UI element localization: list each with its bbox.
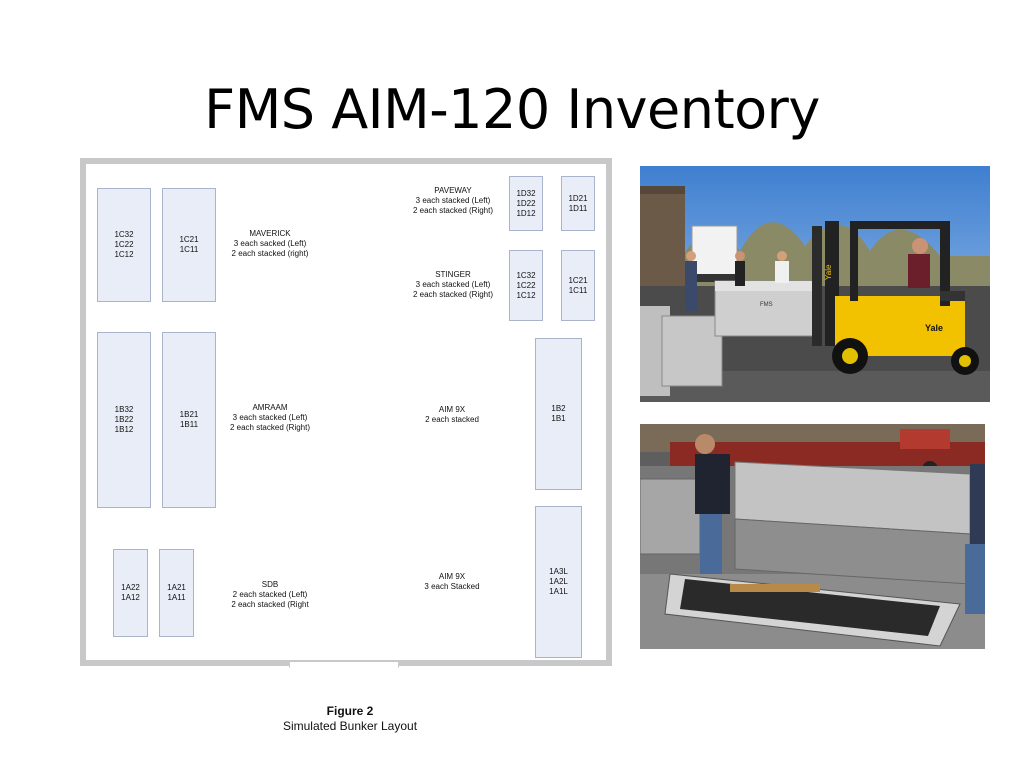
label-sdb: SDB 2 each stacked (Left) 2 each stacked… — [210, 580, 330, 610]
bay-label: 1B32 — [114, 405, 134, 414]
bay-label: 1C12 — [114, 250, 134, 259]
bay-label: 1C11 — [568, 285, 588, 295]
bay-label: 1D12 — [516, 208, 536, 218]
bay-1c-right-outer: 1C21 1C11 — [561, 250, 595, 321]
label-title: AIM 9X — [438, 405, 466, 414]
bay-label: 1C32 — [516, 270, 536, 280]
page-title: FMS AIM-120 Inventory — [204, 78, 820, 141]
label-title: AMRAAM — [252, 403, 288, 412]
bay-1c-right-inner: 1C32 1C22 1C12 — [509, 250, 543, 321]
label-line: 3 each stacked (Left) — [415, 280, 491, 289]
label-line: 2 each stacked — [425, 415, 479, 424]
bay-1b-left-outer: 1B32 1B22 1B12 — [97, 332, 151, 508]
bay-label: 1A21 — [167, 583, 186, 592]
label-line: 2 each stacked (Right) — [229, 423, 311, 432]
bay-label: 1A11 — [167, 593, 186, 602]
bay-label: 1A2L — [549, 577, 568, 586]
figure-number: Figure 2 — [326, 704, 374, 718]
bay-label: 1A3L — [549, 567, 568, 576]
bay-label: 1C22 — [516, 280, 536, 290]
bay-label: 1A12 — [121, 593, 140, 602]
bay-label: 1B1 — [551, 414, 566, 423]
photo-forklift: FMS Yale Yale — [640, 166, 990, 402]
photo-container — [640, 424, 985, 649]
bay-label: 1D32 — [516, 188, 536, 198]
bay-1c-left-outer: 1C32 1C22 1C12 — [97, 188, 151, 302]
label-line: 3 each Stacked — [424, 582, 480, 591]
bay-label: 1C21 — [568, 275, 588, 285]
bay-label: 1C12 — [516, 290, 536, 300]
bay-label: 1A1L — [549, 587, 568, 596]
label-aim9x-lower: AIM 9X 3 each Stacked — [402, 572, 502, 592]
label-stinger: STINGER 3 each stacked (Left) 2 each sta… — [393, 270, 513, 300]
label-title: SDB — [261, 580, 279, 589]
label-maverick: MAVERICK 3 each sacked (Left) 2 each sta… — [210, 229, 330, 259]
label-line: 2 each stacked (Right — [231, 600, 309, 609]
bay-1d-right-inner: 1D32 1D22 1D12 — [509, 176, 543, 231]
forklift-scene-graphic: FMS Yale Yale — [640, 166, 990, 402]
bay-label: 1C22 — [114, 240, 134, 249]
bay-label: 1A22 — [121, 583, 140, 592]
bay-label: 1D21 — [568, 193, 588, 203]
bay-label: 1B22 — [114, 415, 134, 424]
label-amraam: AMRAAM 3 each stacked (Left) 2 each stac… — [210, 403, 330, 433]
label-line: 2 each stacked (Right) — [412, 290, 494, 299]
bay-1c-left-inner: 1C21 1C11 — [162, 188, 216, 302]
bay-label: 1D11 — [568, 203, 588, 213]
bay-label: 1C21 — [179, 235, 199, 244]
label-title: MAVERICK — [249, 229, 291, 238]
bay-label: 1B2 — [551, 404, 566, 413]
crate-label: FMS — [760, 302, 773, 308]
figure-caption: Figure 2 Simulated Bunker Layout — [200, 704, 500, 734]
label-paveway: PAVEWAY 3 each stacked (Left) 2 each sta… — [393, 186, 513, 216]
label-aim9x-upper: AIM 9X 2 each stacked — [402, 405, 502, 425]
bay-label: 1B11 — [179, 420, 199, 429]
mast-sign: Yale — [824, 264, 833, 280]
bay-label: 1B12 — [114, 425, 134, 434]
bay-label: 1C32 — [114, 230, 134, 239]
label-title: AIM 9X — [438, 572, 466, 581]
bay-label: 1D22 — [516, 198, 536, 208]
label-line: 3 each stacked (Left) — [232, 413, 308, 422]
bay-1a-left-inner: 1A21 1A11 — [159, 549, 194, 637]
label-line: 2 each stacked (Left) — [232, 590, 308, 599]
bunker-door — [289, 662, 399, 668]
label-title: STINGER — [435, 270, 471, 279]
label-line: 3 each sacked (Left) — [233, 239, 307, 248]
forklift-sign: Yale — [925, 323, 943, 333]
label-line: 3 each stacked (Left) — [415, 196, 491, 205]
bay-1b-left-inner: 1B21 1B11 — [162, 332, 216, 508]
bay-1d-right-outer: 1D21 1D11 — [561, 176, 595, 231]
label-line: 2 each stacked (Right) — [412, 206, 494, 215]
figure-title: Simulated Bunker Layout — [282, 719, 418, 733]
bay-label: 1C11 — [179, 245, 199, 254]
bay-1a-left-outer: 1A22 1A12 — [113, 549, 148, 637]
label-line: 2 each stacked (right) — [231, 249, 309, 258]
bay-1a-right: 1A3L 1A2L 1A1L — [535, 506, 582, 658]
bay-label: 1B21 — [179, 410, 199, 419]
container-scene-graphic — [640, 424, 985, 649]
bay-1b-right: 1B2 1B1 — [535, 338, 582, 490]
label-title: PAVEWAY — [434, 186, 472, 195]
